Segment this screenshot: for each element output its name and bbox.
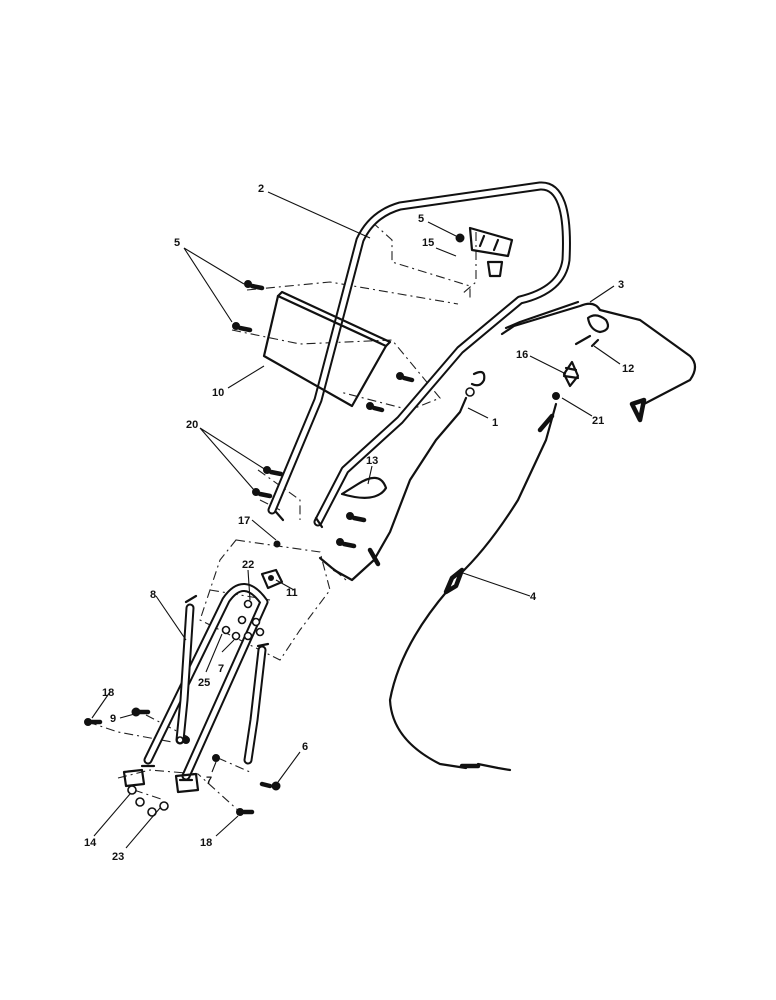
callout-8: 8 (150, 589, 156, 601)
callout-18-top: 18 (102, 687, 114, 699)
leader-lines (91, 191, 621, 849)
cable-bracket (260, 568, 284, 590)
spring-and-ferrule (552, 360, 580, 400)
callout-14: 14 (84, 837, 97, 849)
lower-handle (140, 583, 270, 782)
callout-2: 2 (258, 183, 264, 195)
phantom-lines (87, 221, 477, 813)
callout-6: 6 (302, 741, 308, 753)
callout-16: 16 (516, 349, 528, 361)
control-lever-cable (500, 300, 697, 423)
callout-12: 12 (622, 363, 634, 375)
callout-1: 1 (492, 417, 498, 429)
callout-15: 15 (422, 237, 434, 249)
cable-tie (340, 476, 388, 499)
callout-21: 21 (592, 415, 604, 427)
callout-10: 10 (212, 387, 224, 399)
callout-7-upper: 7 (218, 663, 224, 675)
callout-3: 3 (618, 279, 624, 291)
callout-18-bottom: 18 (200, 837, 212, 849)
throttle-cable (388, 402, 558, 772)
callout-23: 23 (112, 851, 124, 863)
callout-11: 11 (286, 587, 298, 599)
callout-20: 20 (186, 419, 198, 431)
engine-cable (318, 370, 486, 582)
callout-25: 25 (198, 677, 210, 689)
callout-13: 13 (366, 455, 378, 467)
callout-22: 22 (242, 559, 254, 571)
lower-brackets-and-nuts (122, 768, 200, 817)
callout-labels: 1 2 3 4 5 5 6 7 7 8 9 10 11 12 13 14 15 … (84, 183, 634, 863)
bolts (84, 233, 465, 816)
callout-5-top: 5 (418, 213, 424, 225)
callout-17: 17 (238, 515, 250, 527)
callout-5-left: 5 (174, 237, 180, 249)
callout-4: 4 (530, 591, 537, 603)
upper-handle (267, 181, 571, 529)
control-panel (262, 290, 392, 408)
callout-9: 9 (110, 713, 116, 725)
callout-7-lower: 7 (206, 775, 212, 787)
top-bracket (468, 226, 514, 278)
